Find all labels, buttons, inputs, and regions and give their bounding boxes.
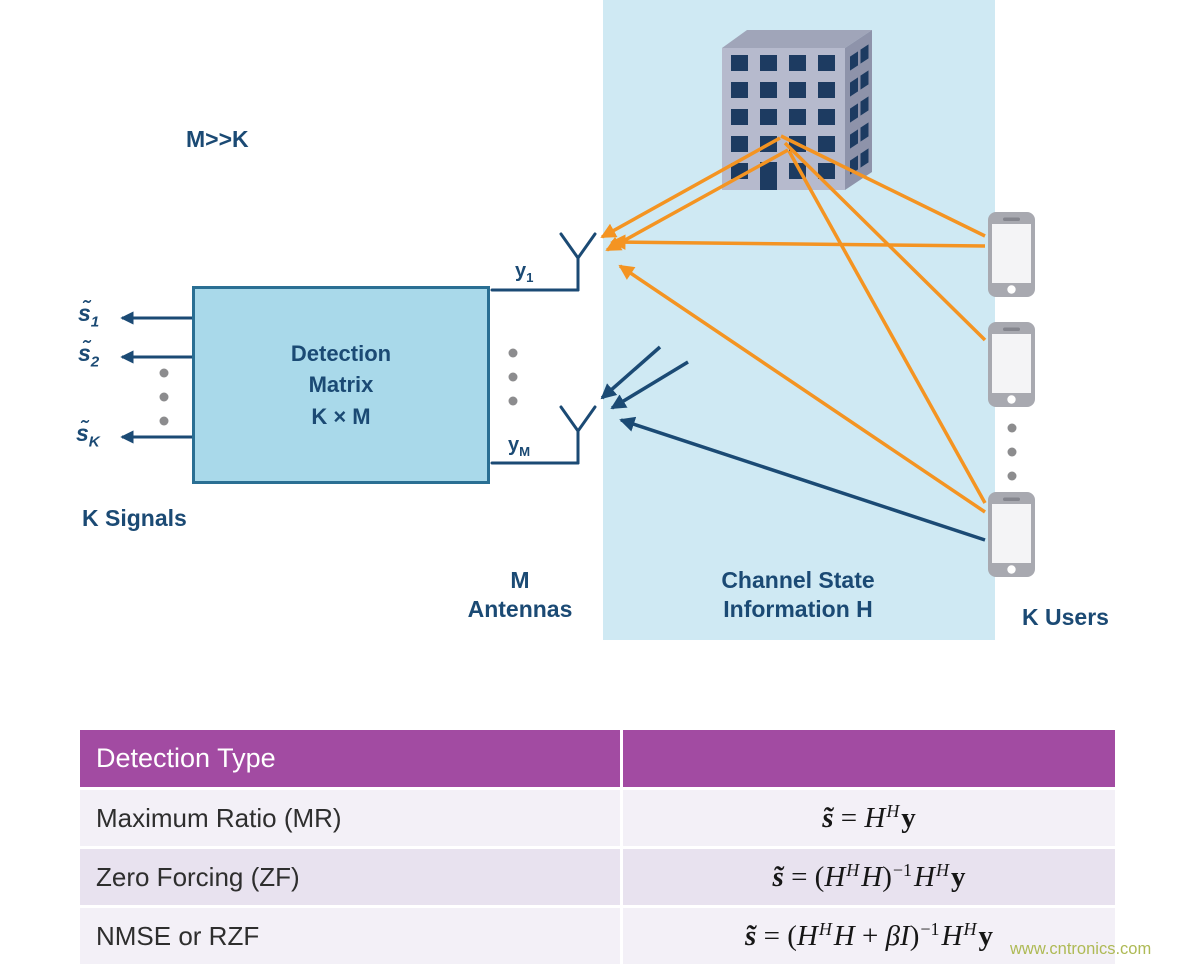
y1-label: y1 (515, 260, 534, 285)
detection-matrix-line2: Matrix (308, 372, 374, 398)
table-header-formula-column (620, 730, 1115, 787)
signal-label-2: s̃2 (78, 340, 100, 371)
channel-region (603, 0, 995, 640)
table-row: NMSE or RZF s̃ = (HHH + βI)−1HHy (80, 908, 1115, 964)
antenna-icon (559, 405, 597, 465)
table-row: Zero Forcing (ZF) s̃ = (HHH)−1HHy (80, 849, 1115, 905)
signal-label-k: s̃K (76, 420, 100, 451)
table-header-row: Detection Type (80, 730, 1115, 787)
phone-icon (988, 212, 1035, 297)
row-label-rzf: NMSE or RZF (96, 920, 260, 951)
detection-matrix-line1: Detection (290, 341, 392, 367)
phone-icon (988, 492, 1035, 577)
formula-zf: s̃ = (HHH)−1HHy (772, 860, 966, 893)
row-label-mr: Maximum Ratio (MR) (96, 802, 342, 833)
watermark: www.cntronics.com (1010, 940, 1152, 958)
detection-matrix-box: Detection Matrix K × M (192, 286, 490, 484)
row-label-zf: Zero Forcing (ZF) (96, 861, 300, 892)
m-much-greater-k-label: M>>K (186, 126, 249, 152)
formula-mr: s̃ = HHy (822, 801, 916, 834)
signal-arrows (120, 311, 192, 444)
formula-rzf: s̃ = (HHH + βI)−1HHy (745, 919, 993, 952)
ym-label: yM (508, 434, 531, 459)
k-users-label: K Users (1022, 604, 1109, 630)
detection-matrix-line3: K × M (311, 403, 371, 429)
table-header-detection-type: Detection Type (96, 743, 276, 773)
detection-table: Detection Type Maximum Ratio (MR) s̃ = H… (80, 730, 1115, 964)
antenna-icon (559, 232, 597, 292)
antenna-array (490, 232, 597, 465)
channel-state-label: Channel State Information H (721, 567, 875, 623)
k-signals-label: K Signals (82, 505, 187, 531)
phone-icon (988, 322, 1035, 407)
table-row: Maximum Ratio (MR) s̃ = HHy (80, 790, 1115, 846)
m-antennas-label: M Antennas (467, 567, 573, 623)
signal-label-1: s̃1 (78, 300, 100, 331)
